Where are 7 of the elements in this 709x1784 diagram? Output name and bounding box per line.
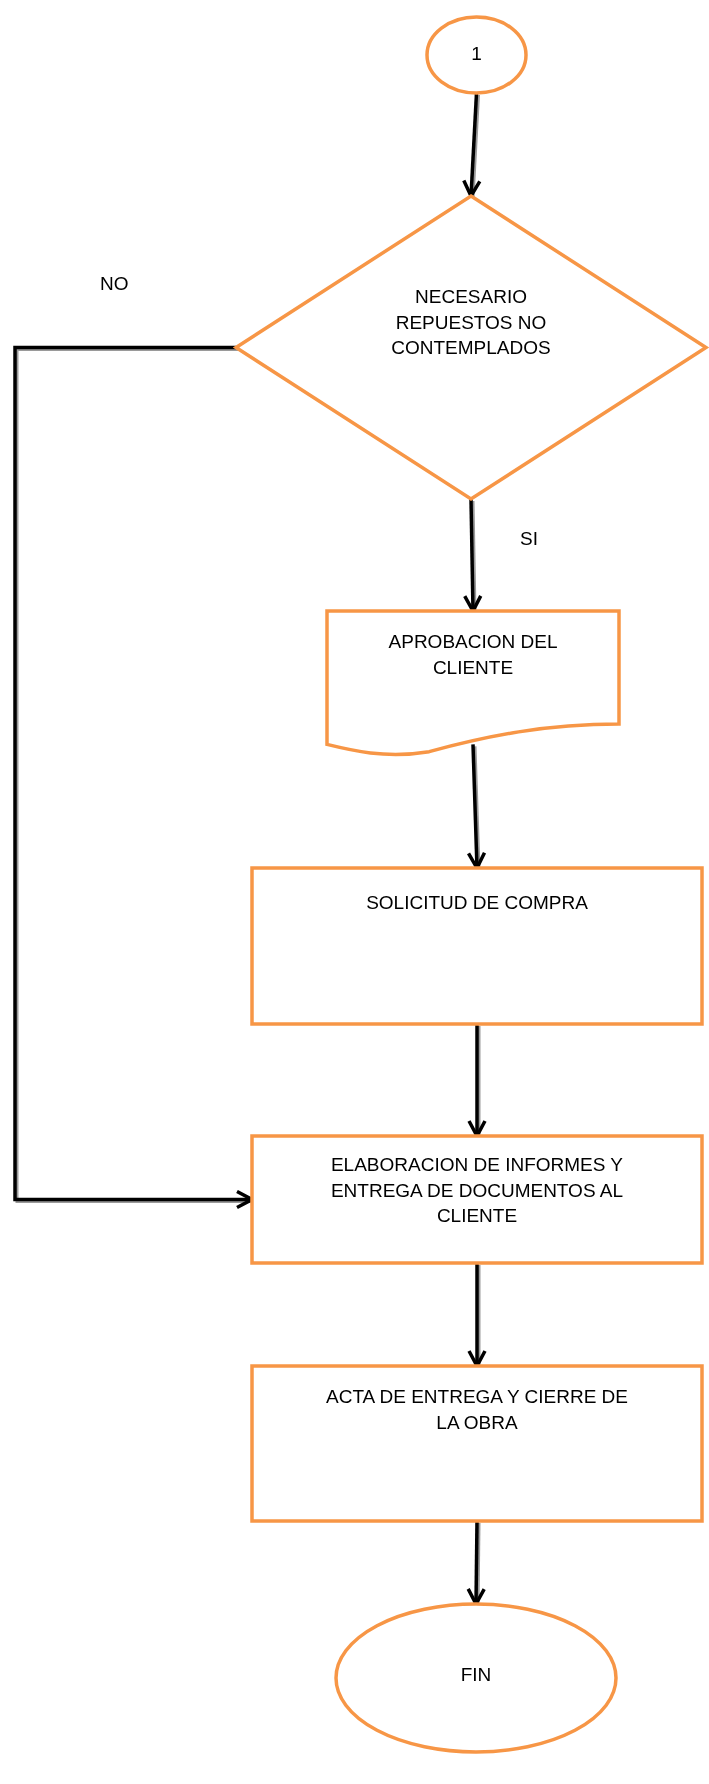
node-label: 1 [470,42,483,66]
node-label: SOLICITUD DE COMPRA [365,891,589,915]
node-label: APROBACION DEL CLIENTE [387,630,559,680]
node-label: FIN [459,1663,493,1687]
node-label: NECESARIO REPUESTOS NO CONTEMPLADOS [390,285,552,361]
node-label: ACTA DE ENTREGA Y CIERRE DE LA OBRA [325,1385,629,1435]
node-label: ELABORACION DE INFORMES Y ENTREGA DE DOCUMENTOS AL CLIENTE [329,1153,625,1229]
